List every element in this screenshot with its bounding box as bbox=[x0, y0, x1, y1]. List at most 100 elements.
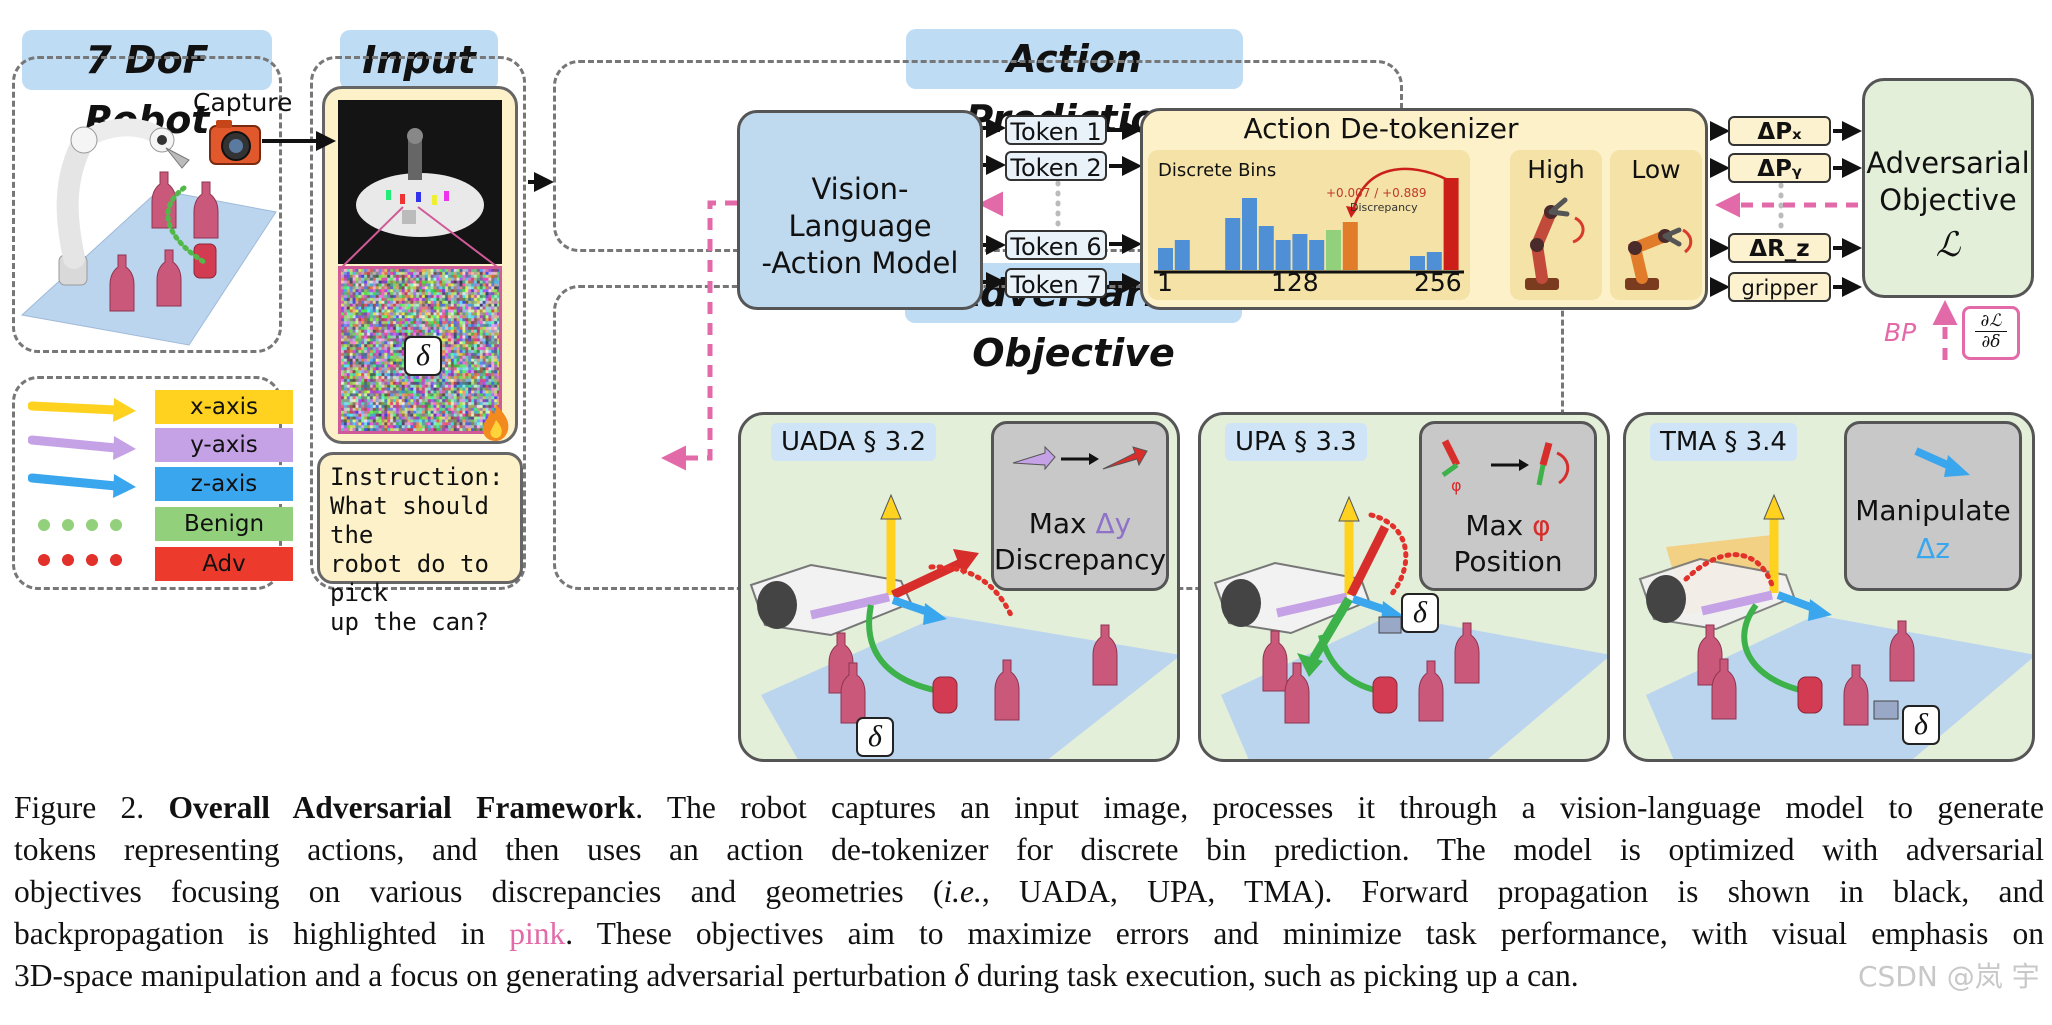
bin-bar bbox=[1225, 218, 1241, 270]
gradient-denominator: ∂δ bbox=[1981, 332, 2001, 352]
bin-bar bbox=[1158, 248, 1173, 270]
uada-panel: UADA § 3.2 Max Δy Discrepancy δ bbox=[738, 412, 1180, 762]
output-delta-py: ΔPᵧ bbox=[1728, 153, 1831, 183]
adversarial-objective-box: Adversarial Objective ℒ bbox=[1862, 78, 2034, 298]
uada-card-symbol: Δy bbox=[1095, 507, 1132, 540]
vla-line-2: -Action Model bbox=[761, 246, 959, 280]
zoom-lines bbox=[339, 206, 501, 270]
output-delta-rz: ΔR_z bbox=[1728, 233, 1831, 263]
bin-bar bbox=[1174, 240, 1190, 270]
uada-card-line-1: Max Δy bbox=[1028, 507, 1132, 540]
upa-card-arrows: φ bbox=[1441, 439, 1570, 495]
vla-line-1: Vision-Language bbox=[788, 172, 932, 243]
input-camera-image bbox=[338, 100, 502, 264]
watermark: CSDN @岚 宇 bbox=[1858, 960, 2040, 993]
upa-scene bbox=[1213, 495, 1607, 759]
legend-label-adv: Adv bbox=[155, 547, 293, 581]
tma-card-line-1: Manipulate bbox=[1855, 494, 2011, 527]
low-robot-icon bbox=[1625, 227, 1693, 290]
output-gripper: gripper bbox=[1728, 272, 1831, 302]
instruction-line-2: What should the bbox=[330, 492, 489, 549]
legend-label-benign: Benign bbox=[155, 507, 293, 541]
objective-symbol: ℒ bbox=[1935, 225, 1961, 265]
bin-bar bbox=[1275, 240, 1291, 270]
figure-caption: Figure 2. Overall Adversarial Framework.… bbox=[14, 787, 2044, 997]
discrepancy-arrowhead bbox=[1346, 206, 1358, 218]
legend-markers bbox=[28, 398, 136, 566]
bin-bar bbox=[1426, 252, 1442, 270]
uada-scene bbox=[749, 493, 1177, 759]
token-7: Token 7 bbox=[1005, 268, 1107, 299]
uada-card-line-2: Discrepancy bbox=[994, 543, 1167, 576]
instruction-line-1: Instruction: bbox=[330, 463, 504, 491]
instruction-line-3: robot do to pick bbox=[330, 550, 489, 607]
tma-card-arrow bbox=[1914, 447, 1970, 477]
detokenizer-title: Action De-tokenizer bbox=[1243, 112, 1519, 145]
discrepancy-curve bbox=[1351, 167, 1449, 213]
high-card bbox=[1510, 150, 1602, 300]
low-label: Low bbox=[1631, 155, 1681, 184]
tma-card-symbol: Δz bbox=[1916, 532, 1950, 565]
upa-delta: δ bbox=[1401, 593, 1439, 633]
caption-line-3: objectives focusing on various discrepan… bbox=[14, 874, 2044, 909]
bins-annotation-sub: Discrepancy bbox=[1350, 201, 1418, 214]
bins-tick-128: 128 bbox=[1271, 268, 1319, 297]
upa-tag: UPA § 3.3 bbox=[1225, 423, 1367, 461]
tma-delta: δ bbox=[1902, 705, 1940, 745]
token-2: Token 2 bbox=[1005, 151, 1107, 182]
robot-scene bbox=[20, 118, 277, 346]
bin-bar bbox=[1258, 226, 1274, 270]
instruction-line-4: up the can? bbox=[330, 608, 489, 636]
legend-label-y-axis: y-axis bbox=[155, 428, 293, 462]
high-robot-icon bbox=[1525, 197, 1585, 290]
robot-section-title: 7 DoF Robot bbox=[22, 30, 272, 142]
upa-card-line-1: Max φ bbox=[1465, 509, 1551, 542]
token-1: Token 1 bbox=[1005, 115, 1107, 146]
z-axis-arrow-icon bbox=[28, 473, 136, 498]
vla-model-box: Vision-Language -Action Model bbox=[737, 110, 983, 310]
bins-annotation-value: +0.007 / +0.889 bbox=[1326, 186, 1427, 200]
caption-line-5: 3D-space manipulation and a focus on gen… bbox=[14, 958, 1579, 993]
gradient-numerator: ∂ℒ bbox=[1975, 311, 2007, 332]
bp-label: BP bbox=[1884, 318, 1917, 347]
fire-icon bbox=[482, 404, 509, 441]
output-delta-px: ΔPₓ bbox=[1728, 116, 1831, 146]
caption-line-1: Figure 2. Overall Adversarial Framework.… bbox=[14, 790, 2045, 825]
low-card bbox=[1610, 150, 1702, 300]
tma-card: Manipulate Δz bbox=[1844, 421, 2022, 591]
discrete-bins-label: Discrete Bins bbox=[1158, 160, 1277, 181]
robot-group bbox=[12, 56, 282, 353]
caption-line-4: backpropagation is highlighted in pink. … bbox=[14, 916, 2044, 951]
input-section-title: Input bbox=[340, 30, 498, 90]
bin-bar bbox=[1443, 178, 1459, 270]
discrete-bins-panel bbox=[1148, 150, 1470, 300]
high-label: High bbox=[1527, 155, 1585, 184]
caption-line-2: tokens representing actions, and then us… bbox=[14, 832, 2044, 867]
bin-bar bbox=[1342, 222, 1358, 270]
camera-icon bbox=[209, 120, 261, 165]
bin-bar bbox=[1242, 198, 1257, 270]
upa-card: Max φ Position bbox=[1419, 421, 1597, 591]
robot-arm-illustration bbox=[56, 118, 190, 286]
x-axis-arrow-icon bbox=[28, 398, 136, 422]
bin-bar bbox=[1410, 256, 1425, 270]
input-group bbox=[310, 56, 526, 590]
y-axis-arrow-icon bbox=[28, 435, 136, 460]
bin-bar bbox=[1309, 240, 1325, 270]
bins-annotation: +0.007 / +0.889 bbox=[1326, 186, 1427, 200]
bins-tick-1: 1 bbox=[1157, 268, 1173, 297]
token-6: Token 6 bbox=[1005, 230, 1107, 261]
caption-pink-word: pink bbox=[509, 916, 566, 951]
bin-bar bbox=[1326, 230, 1341, 270]
bin-bar bbox=[1292, 234, 1308, 270]
uada-delta: δ bbox=[856, 717, 894, 757]
tma-scene bbox=[1638, 493, 2032, 759]
caption-bold-title: Overall Adversarial Framework bbox=[168, 790, 636, 825]
uada-tag: UADA § 3.2 bbox=[771, 423, 937, 461]
objective-line-1: Adversarial bbox=[1866, 146, 2030, 180]
upa-card-symbol: φ bbox=[1532, 509, 1551, 542]
benign-dots-icon bbox=[38, 519, 122, 531]
adv-dots-icon bbox=[38, 554, 122, 566]
svg-text:φ: φ bbox=[1451, 476, 1462, 495]
tma-tag: TMA § 3.4 bbox=[1650, 423, 1797, 461]
